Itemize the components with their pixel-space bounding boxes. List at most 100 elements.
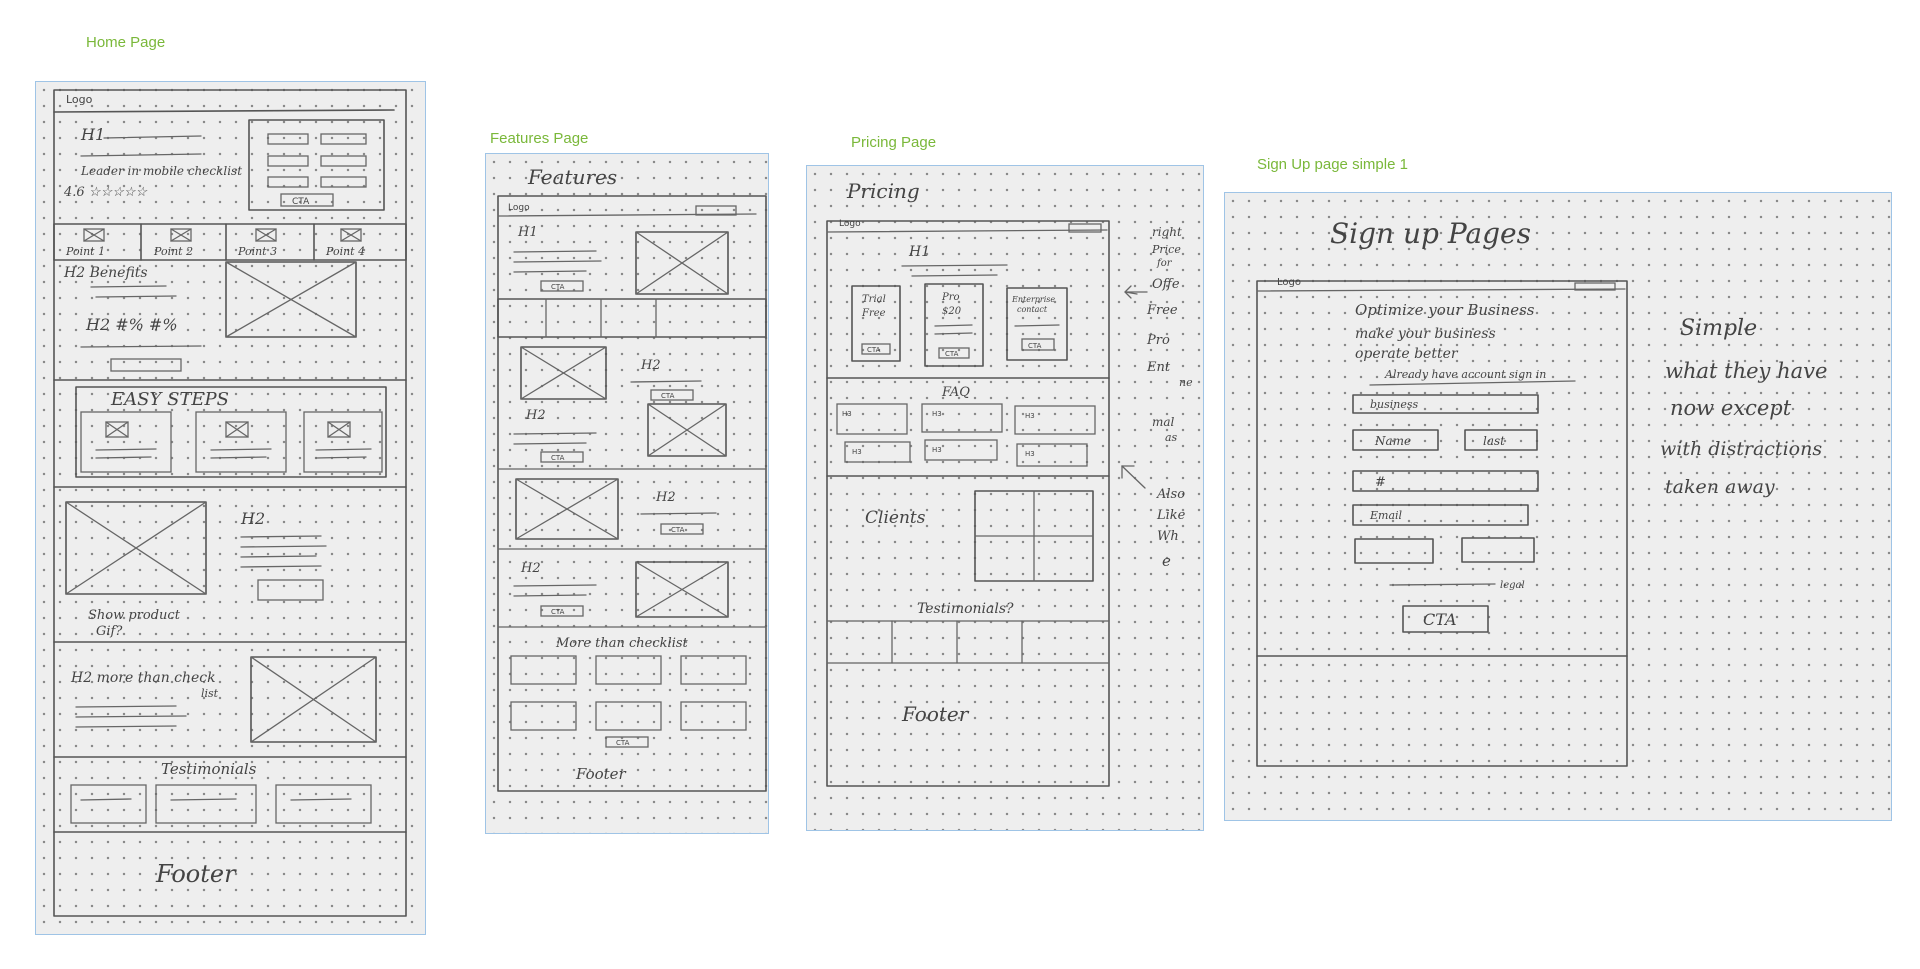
features-title: Features xyxy=(527,165,617,189)
home-easy-steps: EASY STEPS xyxy=(110,389,229,410)
signup-phone-field[interactable] xyxy=(1352,470,1539,492)
home-gif: Gif? xyxy=(96,624,123,639)
signup-email-field[interactable] xyxy=(1352,504,1529,526)
home-leader: Leader in mobile checklist xyxy=(80,164,242,178)
pricing-sketch: Pricing Logo H1 Trial Free CTA Pro $20 C… xyxy=(826,179,1193,787)
signup-note-3: now except xyxy=(1670,396,1792,420)
home-h1: H1 xyxy=(80,125,105,144)
signup-logo: Logo xyxy=(1277,277,1301,288)
pricing-h3-2: H3 xyxy=(932,410,942,418)
pricing-board-label: Pricing Page xyxy=(851,134,937,151)
pricing-note-10: as xyxy=(1165,431,1178,444)
signup-email: Email xyxy=(1369,509,1403,522)
features-sketch: Features Logo H1 CTA H2 CTA H2 CTA H2 CT… xyxy=(497,165,767,792)
pricing-note-1: right xyxy=(1152,225,1182,239)
signup-business: business xyxy=(1370,398,1419,411)
pricing-note-7: Ent xyxy=(1146,360,1171,375)
pricing-note-4: Offe xyxy=(1152,277,1180,292)
features-cta-1: CTA xyxy=(551,283,565,291)
pricing-h3-1: H3 xyxy=(842,410,852,418)
pricing-h3-5: H3 xyxy=(932,446,942,454)
pricing-testimonials: Testimonials? xyxy=(917,601,1014,617)
home-testimonials: Testimonials xyxy=(161,760,257,778)
pricing-faq: FAQ xyxy=(941,385,970,400)
home-more-checklist: H2 more than check xyxy=(70,670,216,686)
home-benefits: H2 Benefits xyxy=(63,265,148,281)
pricing-clients: Clients xyxy=(865,508,926,528)
pricing-tier1b: Free xyxy=(861,308,886,319)
signup-cta: CTA xyxy=(1423,610,1457,629)
features-cta-4: CTA xyxy=(671,526,685,534)
home-point-2: Point 2 xyxy=(153,245,193,258)
features-logo: Logo xyxy=(508,203,530,213)
features-h2-3: H2 xyxy=(655,490,676,505)
pricing-note-14: e xyxy=(1162,552,1171,570)
pricing-note-13: Wh xyxy=(1157,529,1179,544)
signup-first: Name xyxy=(1374,434,1411,448)
signup-board[interactable]: Sign up Pages Logo Optimize your Busines… xyxy=(1224,192,1892,821)
pricing-note-5: Free xyxy=(1146,303,1178,318)
signup-note-5: taken away xyxy=(1665,476,1775,498)
signup-sketch: Sign up Pages Logo Optimize your Busines… xyxy=(1256,217,1827,767)
home-logo: Logo xyxy=(66,93,93,106)
features-h2-4: H2 xyxy=(520,561,541,576)
pricing-title: Pricing xyxy=(846,179,920,203)
pricing-note-8: ne xyxy=(1179,376,1193,389)
home-board-label: Home Page xyxy=(86,34,166,51)
home-board[interactable]: Logo H1 Leader in mobile checklist 4.6 ☆… xyxy=(35,81,426,935)
pricing-tier3b: contact xyxy=(1017,305,1048,314)
home-point-1: Point 1 xyxy=(65,245,105,258)
pricing-cta-2: CTA xyxy=(945,350,959,358)
features-cta-6: CTA xyxy=(616,739,630,747)
features-cta-3: CTA xyxy=(551,454,565,462)
signup-board-label: Sign Up page simple 1 xyxy=(1257,156,1408,173)
signup-last-name-field[interactable] xyxy=(1464,429,1538,451)
home-h2-product: H2 xyxy=(240,509,265,528)
pricing-h3-3: H3 xyxy=(1025,412,1035,420)
signup-already: Already have account sign in xyxy=(1384,368,1546,381)
signup-heading-3: operate better xyxy=(1355,346,1459,362)
features-footer: Footer xyxy=(575,765,627,783)
home-point-3: Point 3 xyxy=(237,245,277,258)
home-footer: Footer xyxy=(155,860,237,888)
home-stats: H2 #% #% xyxy=(85,315,178,334)
pricing-note-9: mal xyxy=(1152,415,1175,429)
home-rating: 4.6 ☆☆☆☆☆ xyxy=(63,185,148,200)
signup-title: Sign up Pages xyxy=(1330,217,1531,250)
pricing-tier2b: $20 xyxy=(942,306,962,317)
features-h2-1: H2 xyxy=(640,358,661,373)
features-h1: H1 xyxy=(517,225,538,240)
pricing-note-6: Pro xyxy=(1146,333,1170,348)
features-cta-5: CTA xyxy=(551,608,565,616)
pricing-h3-6: H3 xyxy=(1025,450,1035,458)
home-sketch: Logo H1 Leader in mobile checklist 4.6 ☆… xyxy=(53,89,407,917)
home-cta-1: CTA xyxy=(292,197,310,207)
features-cta-2: CTA xyxy=(661,392,675,400)
signup-legal: legal xyxy=(1500,580,1525,591)
pricing-footer: Footer xyxy=(901,702,970,726)
signup-note-2: what they have xyxy=(1665,359,1827,383)
home-more-checklist-2: list xyxy=(201,687,219,700)
pricing-note-3: for xyxy=(1156,258,1173,269)
pricing-tier2: Pro xyxy=(941,292,960,303)
pricing-note-12: Like xyxy=(1156,508,1186,523)
signup-note-1: Simple xyxy=(1680,316,1757,341)
signup-first-name-field[interactable] xyxy=(1352,429,1439,451)
features-more: More than checklist xyxy=(555,636,689,651)
pricing-h3-4: H3 xyxy=(852,448,862,456)
features-board-label: Features Page xyxy=(490,130,589,147)
home-show-product: Show product xyxy=(88,608,181,623)
pricing-cta-1: CTA xyxy=(867,346,881,354)
signup-heading-1: Optimize your Business xyxy=(1355,301,1535,319)
pricing-h1: H1 xyxy=(908,244,930,260)
signup-last: last xyxy=(1483,434,1505,448)
pricing-board[interactable]: Pricing Logo H1 Trial Free CTA Pro $20 C… xyxy=(806,165,1204,831)
signup-phone: # xyxy=(1375,475,1386,490)
home-point-4: Point 4 xyxy=(325,245,365,258)
signup-heading-2: make your business xyxy=(1355,326,1496,342)
pricing-note-11: Also xyxy=(1156,487,1185,502)
pricing-note-2: Price xyxy=(1151,243,1181,256)
features-board[interactable]: Features Logo H1 CTA H2 CTA H2 CTA H2 CT… xyxy=(485,153,769,834)
signup-business-field[interactable] xyxy=(1352,394,1539,414)
signup-cta-button[interactable] xyxy=(1402,605,1489,633)
